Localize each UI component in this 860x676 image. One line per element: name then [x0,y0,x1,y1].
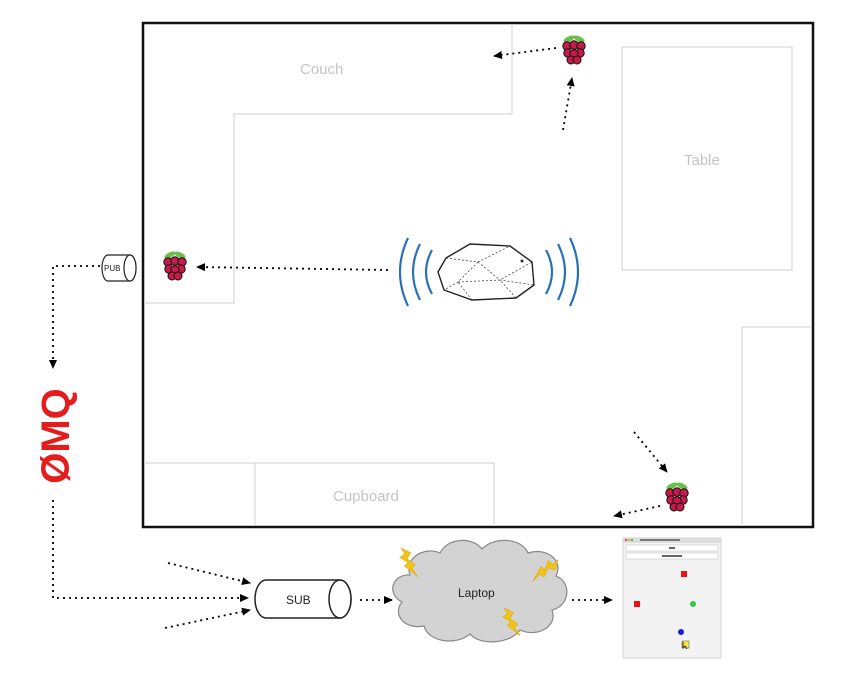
arrow [164,607,251,629]
sub-label: SUB [286,593,311,607]
zmq-link-path [49,265,100,369]
raspberry-pi-icon [664,480,690,512]
raspberry-pi-icon [561,33,587,65]
sub-socket-icon [254,579,352,619]
room-outline [141,21,815,529]
zmq-logo: ØMQ [34,388,78,484]
laptop-label: Laptop [458,586,495,600]
beacon-icon [437,243,535,301]
table-outline [621,46,793,271]
pub-socket-icon [101,254,137,282]
signal-waves-icon [398,237,580,307]
arrow [493,47,557,59]
app-screenshot [622,537,722,659]
arrow [633,431,668,473]
cupboard-label: Cupboard [333,488,399,505]
arrow [167,562,251,585]
cupboard-outline [144,462,495,526]
arrow [196,263,389,272]
couch-label: Couch [300,61,343,78]
arrow [562,77,575,131]
shelf-outline [741,326,812,526]
pub-label: PUB [104,264,120,273]
arrow [613,505,661,519]
couch-outline [144,24,513,304]
table-label: Table [684,152,720,169]
raspberry-pi-icon [162,249,188,281]
zmq-link-path [52,500,249,602]
laptop-cloud [392,539,568,643]
